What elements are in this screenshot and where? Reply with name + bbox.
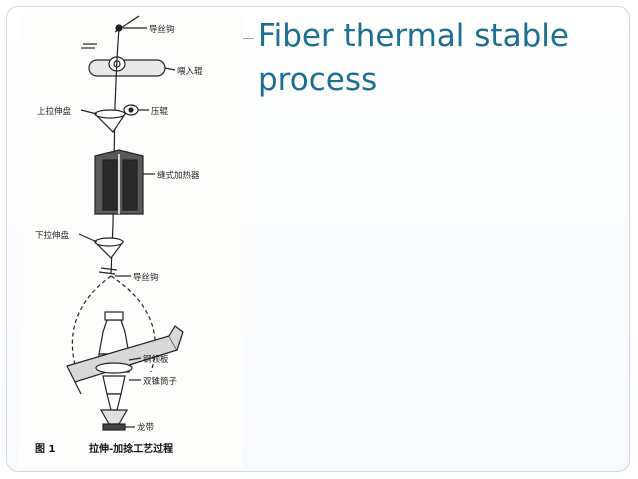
feed-roller [88,59,166,77]
label-dragon-belt: 龙带 [137,422,155,433]
figure-caption-text: 拉伸-加捻工艺过程 [89,442,173,455]
label-guide-hook-top: 导丝钩 [149,24,175,35]
yarn-path [110,27,120,275]
bottom-guide-rod [100,267,118,271]
label-lower-draw-disc: 下拉伸盘 [35,230,70,241]
yarn-balloon-right [110,275,156,373]
slide-title: Fiber thermal stable process [258,18,569,98]
label-steel-plate: 钢领板 [143,354,169,365]
process-diagram: 导丝钩 喂入辊 上拉伸盘 压辊 缝式加热器 下拉伸盘 导丝钩 钢领板 双锥筒子 … [35,15,203,455]
figure-caption-number: 图 1 [35,443,55,455]
label-slit-heater: 缝式加热器 [157,170,200,181]
label-guide-hook-bottom: 导丝钩 [133,272,159,283]
label-double-cone-bobbin: 双锥筒子 [143,376,178,387]
upper-draw-disc-leader [80,109,98,115]
label-upper-draw-disc: 上拉伸盘 [37,106,72,117]
label-feed-roller: 喂入辊 [177,66,203,77]
lower-draw-disc-leader [78,233,98,243]
dragon-belt [102,423,126,431]
label-press-roller: 压辊 [151,106,169,117]
draw-twist-process-figure: 导丝钩 喂入辊 上拉伸盘 压辊 缝式加热器 下拉伸盘 导丝钩 钢领板 双锥筒子 … [19,14,243,467]
steel-plate-leader [128,357,142,361]
